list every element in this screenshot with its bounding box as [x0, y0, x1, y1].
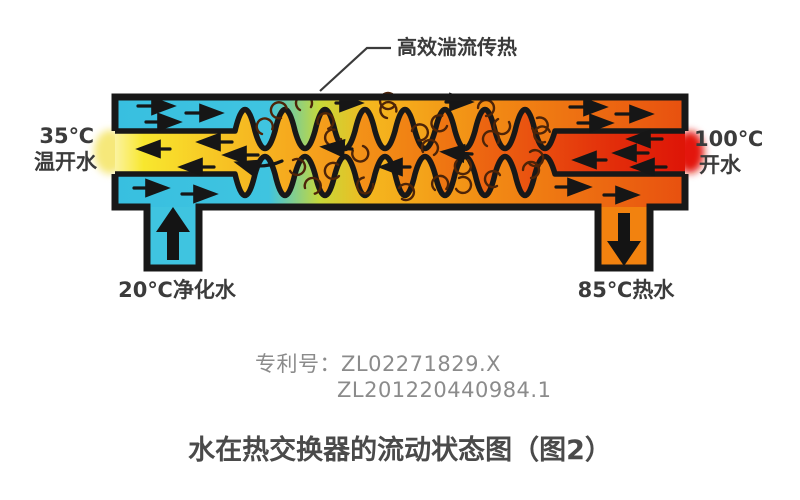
inlet-up-arrow: [156, 207, 190, 260]
flow-arrow: [319, 138, 354, 159]
flow-arrows: [132, 92, 668, 205]
callout-label: 高效湍流传热: [397, 35, 517, 59]
flow-arrow: [439, 143, 474, 164]
right-inlet-temp: 100℃: [694, 127, 763, 151]
left-outlet-temp: 35℃: [39, 124, 94, 148]
outlet-down-arrow: [607, 213, 641, 266]
bottom-inlet-label: 20℃净化水: [118, 278, 237, 302]
left-outlet-name: 温开水: [34, 150, 98, 174]
right-inlet-name: 开水: [699, 153, 742, 177]
patent-line-2: ZL201220440984.1: [337, 378, 551, 402]
flow-arrow: [233, 159, 284, 179]
center-channel-fill: [115, 109, 685, 196]
tube-outline: [111, 93, 689, 272]
bottom-outlet-label: 85℃热水: [578, 278, 676, 302]
figure-caption: 水在热交换器的流动状态图（图2）: [188, 434, 612, 466]
callout-leader-line: [319, 46, 391, 92]
patent-line-1: 专利号：ZL02271829.X: [255, 352, 501, 376]
